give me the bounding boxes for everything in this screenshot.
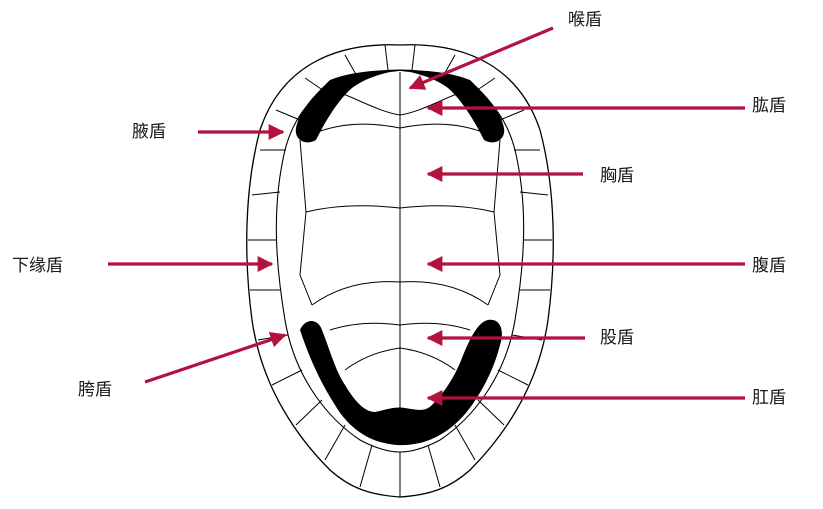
label-axillary: 腋盾 [132,122,166,142]
label-humeral: 肱盾 [752,96,786,116]
label-anal: 肛盾 [752,388,786,408]
label-marginal: 下缘盾 [12,256,63,276]
label-abdominal: 腹盾 [752,256,786,276]
label-inguinal: 胯盾 [78,380,112,400]
label-pectoral: 胸盾 [600,166,634,186]
label-femoral: 股盾 [600,328,634,348]
label-throat: 喉盾 [568,10,602,30]
